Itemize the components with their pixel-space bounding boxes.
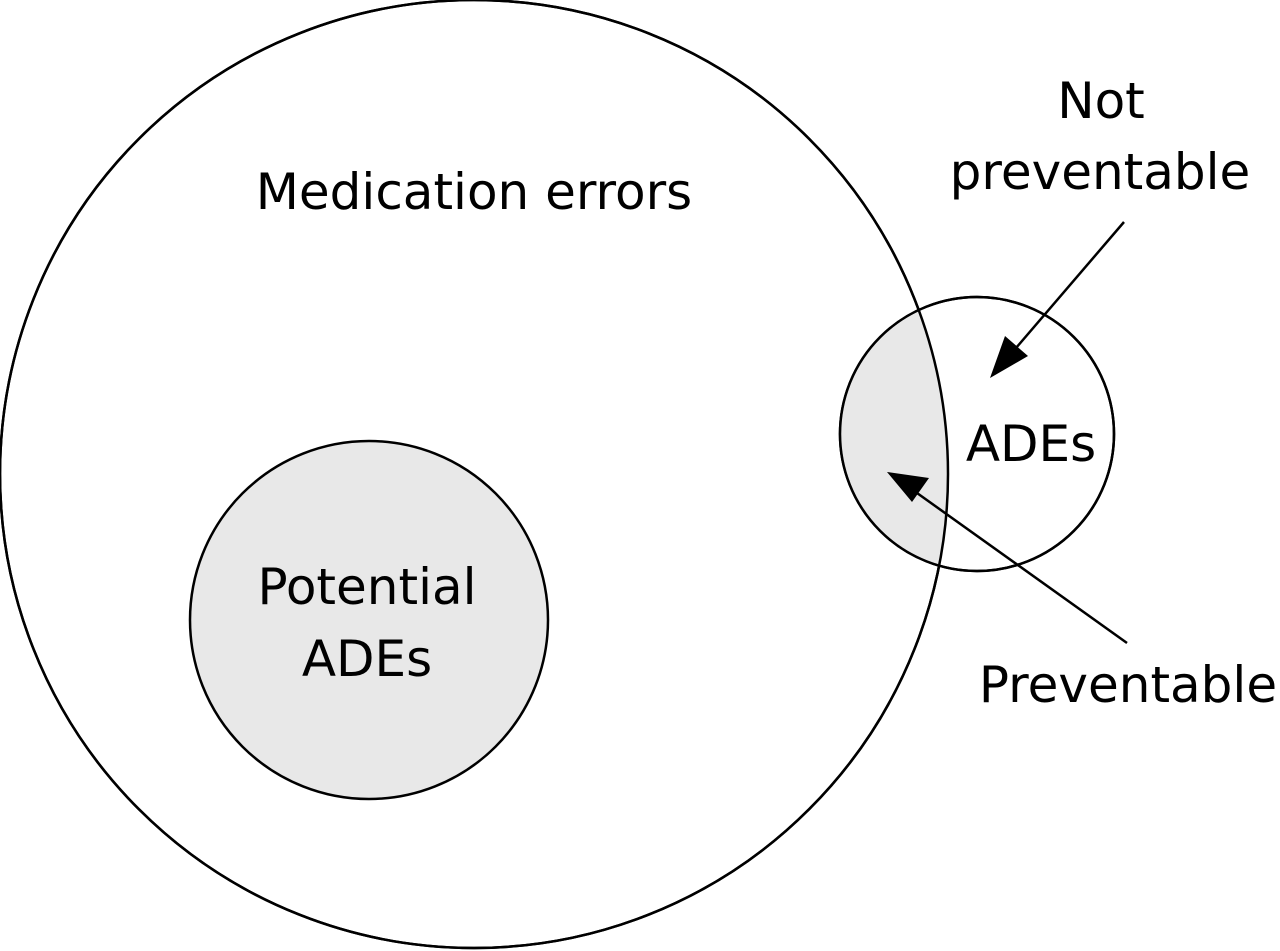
not-preventable-label-line1: Not xyxy=(1057,72,1145,130)
medication-errors-circle-outline xyxy=(0,0,950,950)
preventable-overlap-region xyxy=(841,298,948,570)
not-preventable-label-line2: preventable xyxy=(950,143,1251,201)
preventable-arrowhead xyxy=(887,472,929,502)
ades-circle-outline xyxy=(838,295,1116,573)
ades-label: ADEs xyxy=(966,415,1096,473)
potential-ades-label-line1: Potential xyxy=(257,558,476,616)
preventable-arrow-line xyxy=(909,486,1128,645)
not-preventable-arrow-line xyxy=(1009,221,1125,356)
potential-ades-label-line2: ADEs xyxy=(302,630,432,688)
not-preventable-arrowhead xyxy=(990,336,1028,378)
medication-errors-label: Medication errors xyxy=(256,163,692,221)
preventable-label: Preventable xyxy=(979,656,1277,714)
potential-ades-circle xyxy=(188,439,550,801)
